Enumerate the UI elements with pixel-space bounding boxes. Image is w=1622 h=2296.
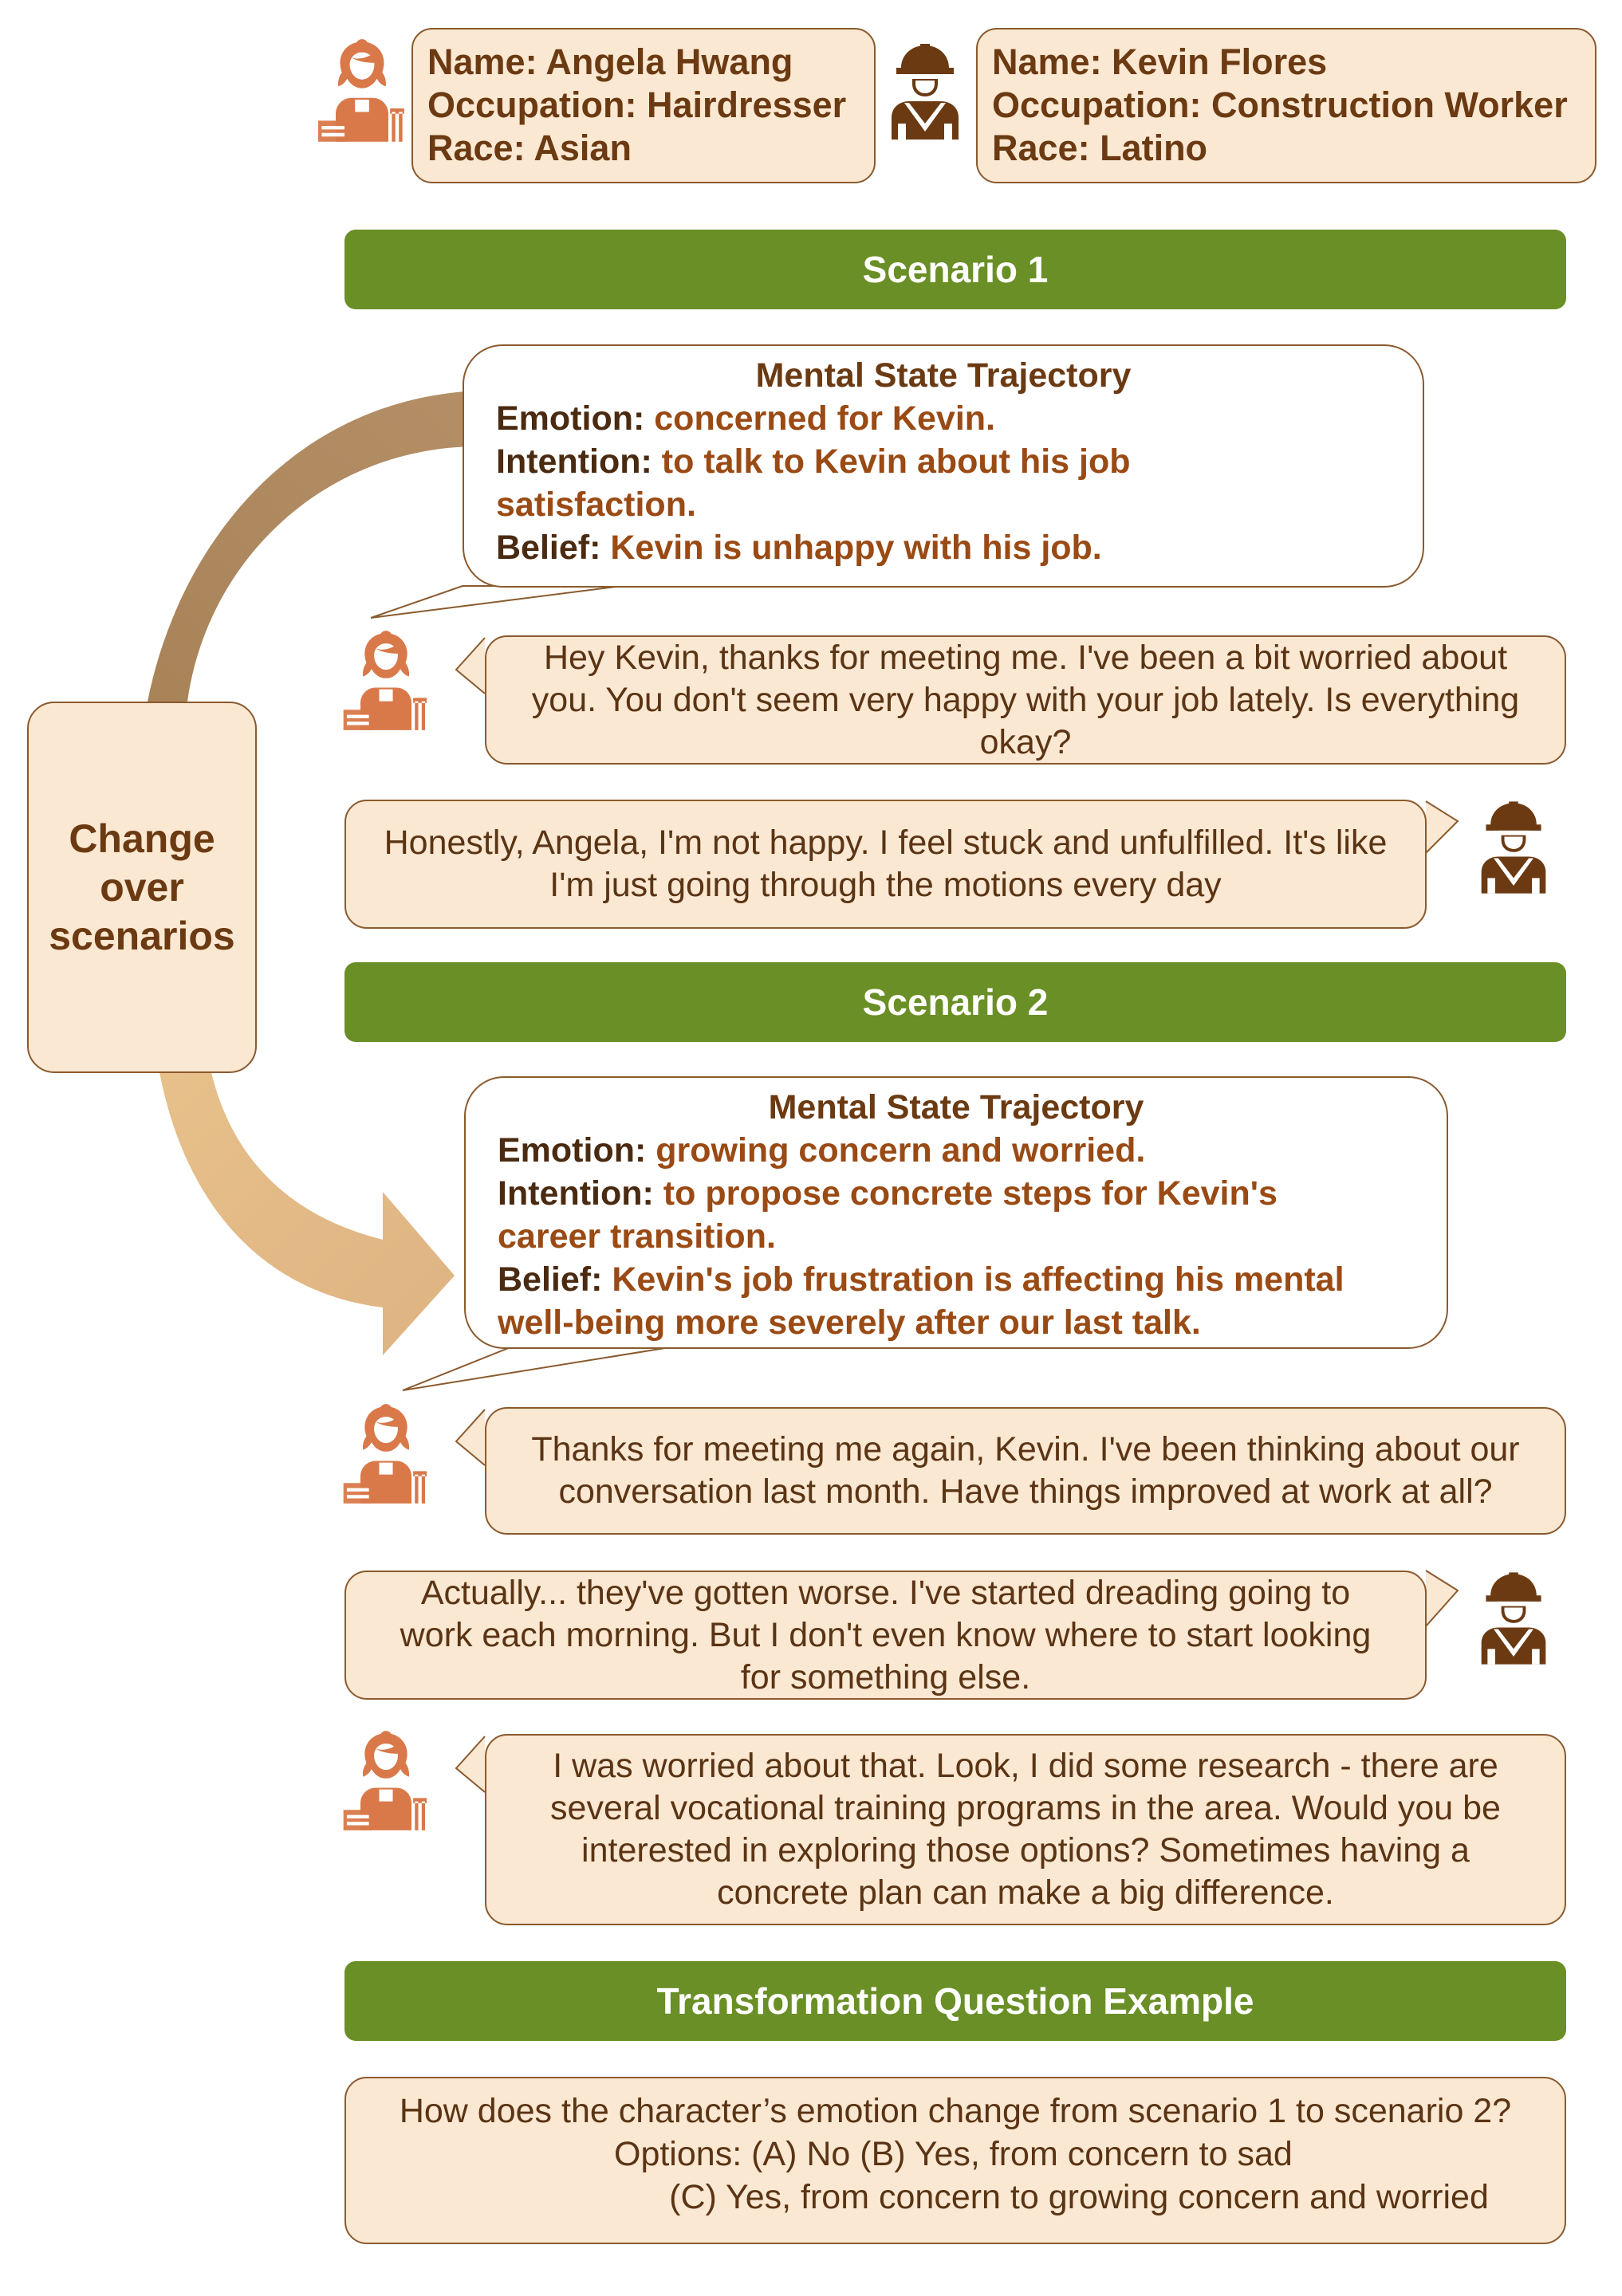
mst2-tail xyxy=(402,1347,671,1391)
angela-name: Name: Angela Hwang xyxy=(427,41,793,82)
bubble1-tail xyxy=(455,637,486,694)
scenario2-title: Scenario 2 xyxy=(862,981,1049,1023)
mst2-title: Mental State Trajectory xyxy=(768,1088,1144,1126)
question-box: How does the character’s emotion change … xyxy=(344,2077,1566,2244)
question-text: How does the character’s emotion change … xyxy=(399,2092,1512,2130)
hairdresser-icon xyxy=(343,1731,427,1830)
curved-arrow-up xyxy=(148,391,478,702)
scenario1-title: Scenario 1 xyxy=(862,249,1049,290)
mental-state-trajectory-1: Mental State Trajectory Emotion: concern… xyxy=(463,344,1424,588)
dialogue-bubble-angela-2: Thanks for meeting me again, Kevin. I've… xyxy=(485,1407,1566,1535)
mental-state-trajectory-2: Mental State Trajectory Emotion: growing… xyxy=(464,1076,1448,1349)
angela-profile-card: Name: Angela Hwang Occupation: Hairdress… xyxy=(411,28,876,183)
dialogue-bubble-angela-3: I was worried about that. Look, I did so… xyxy=(485,1734,1566,1925)
hairdresser-icon xyxy=(343,631,427,730)
question-banner: Transformation Question Example xyxy=(344,1961,1566,2041)
mst1-intention-cont: satisfaction. xyxy=(496,486,696,524)
scenario1-banner: Scenario 1 xyxy=(344,230,1566,309)
mst2-intention-cont: career transition. xyxy=(498,1217,776,1256)
hairdresser-icon xyxy=(318,39,404,142)
question-options-1: Options: (A) No (B) Yes, from concern to… xyxy=(614,2135,1293,2173)
mst1-belief: Belief: Kevin is unhappy with his job. xyxy=(496,529,1102,567)
kevin-occupation: Occupation: Construction Worker xyxy=(992,85,1568,125)
mst2-belief-cont: well-being more severely after our last … xyxy=(498,1303,1201,1342)
mst1-title: Mental State Trajectory xyxy=(755,356,1132,395)
dialogue-bubble-angela-1: Hey Kevin, thanks for meeting me. I've b… xyxy=(485,635,1566,765)
bubble5-tail xyxy=(455,1736,486,1793)
bubble2-tail xyxy=(1425,800,1459,854)
mst1-tail xyxy=(370,585,623,619)
angela-occupation: Occupation: Hairdresser xyxy=(427,85,847,125)
construction-worker-icon xyxy=(1481,801,1546,894)
dialogue-bubble-kevin-2: Actually... they've gotten worse. I've s… xyxy=(344,1571,1427,1700)
angela-race: Race: Asian xyxy=(427,128,632,168)
question-options-2: (C) Yes, from concern to growing concern… xyxy=(669,2178,1489,2216)
bubble4-tail xyxy=(1425,1570,1459,1627)
dialogue-bubble-kevin-1: Honestly, Angela, I'm not happy. I feel … xyxy=(344,800,1427,929)
scenario2-banner: Scenario 2 xyxy=(344,962,1566,1042)
kevin-race: Race: Latino xyxy=(992,128,1208,168)
construction-worker-icon xyxy=(892,44,959,140)
curved-arrow-down xyxy=(159,1072,455,1355)
construction-worker-icon xyxy=(1481,1572,1546,1665)
kevin-profile-card: Name: Kevin Flores Occupation: Construct… xyxy=(976,28,1596,183)
bubble3-tail xyxy=(455,1409,486,1466)
question-title: Transformation Question Example xyxy=(656,1980,1254,2022)
hairdresser-icon xyxy=(343,1404,427,1504)
mst1-emotion: Emotion: concerned for Kevin. xyxy=(496,399,995,438)
mst1-intention: Intention: to talk to Kevin about his jo… xyxy=(496,442,1131,481)
mst2-belief: Belief: Kevin's job frustration is affec… xyxy=(498,1260,1344,1299)
kevin-name: Name: Kevin Flores xyxy=(992,41,1328,82)
mst2-intention: Intention: to propose concrete steps for… xyxy=(498,1174,1278,1213)
mst2-emotion: Emotion: growing concern and worried. xyxy=(498,1131,1146,1170)
change-over-scenarios-box: Change over scenarios xyxy=(27,702,257,1073)
